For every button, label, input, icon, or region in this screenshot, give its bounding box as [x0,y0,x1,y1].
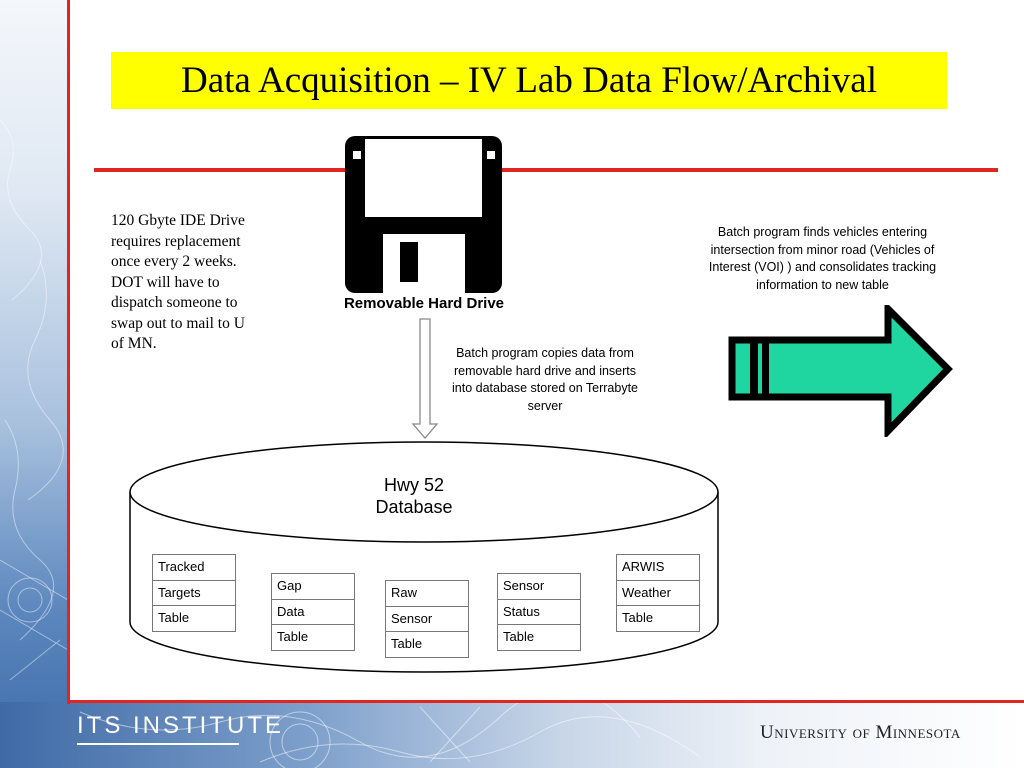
map-texture-icon [0,119,68,681]
table-cell: Gap [272,574,354,600]
down-arrow-icon [411,318,439,439]
sensor-status-table: Sensor Status Table [497,573,581,651]
bottom-red-border [67,700,1024,703]
university-of-minnesota-logo: University of Minnesota [760,722,961,743]
raw-sensor-table: Raw Sensor Table [385,580,469,658]
gap-data-table: Gap Data Table [271,573,355,651]
database-label-line2: Database [375,497,453,517]
table-cell: Targets [153,581,235,606]
database-label-line1: Hwy 52 [383,475,445,495]
table-cell: Table [391,636,423,651]
its-logo-underline [77,743,239,745]
table-cell: Sensor [386,607,468,632]
table-cell: Table [158,610,190,625]
drive-replacement-note: 120 Gbyte IDE Drive requires replacement… [111,212,245,352]
slide-title: Data Acquisition – IV Lab Data Flow/Arch… [180,60,877,101]
floppy-disk-icon [345,136,502,293]
bottom-map-background [0,702,1024,768]
database-label: Hwy 52 Database [334,474,494,518]
table-cell: Weather [617,581,699,606]
table-cell: Raw [386,581,468,607]
table-cell: ARWIS [617,555,699,581]
table-cell: Table [622,610,654,625]
table-cell: Table [503,629,535,644]
table-cell: Sensor [498,574,580,600]
map-texture-icon [79,702,701,768]
voi-batch-note: Batch program finds vehicles entering in… [708,225,937,292]
copy-batch-note: Batch program copies data from removable… [452,346,639,413]
table-cell: Tracked [153,555,235,581]
arwis-weather-table: ARWIS Weather Table [616,554,700,632]
title-banner: Data Acquisition – IV Lab Data Flow/Arch… [111,52,947,109]
tracked-targets-table: Tracked Targets Table [152,554,236,632]
title-underline-rule [94,168,998,172]
table-cell: Data [272,600,354,625]
table-cell: Table [277,629,309,644]
left-map-background [0,0,68,768]
left-red-border [67,0,70,704]
its-institute-logo: ITS INSTITUTE [77,712,284,739]
removable-drive-label: Removable Hard Drive [343,295,505,312]
right-arrow-icon [728,305,953,437]
table-cell: Status [498,600,580,625]
